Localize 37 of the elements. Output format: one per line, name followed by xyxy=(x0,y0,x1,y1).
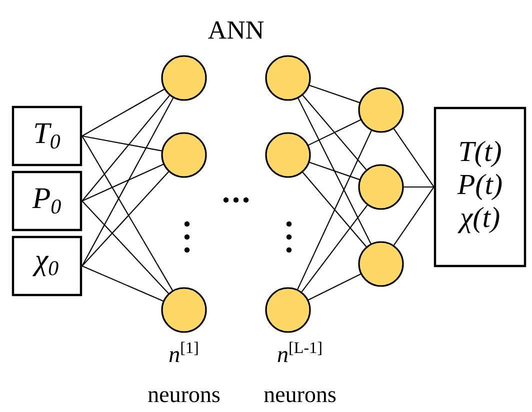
input-box: χ$_{0}$ xyxy=(12,236,82,296)
connection-line xyxy=(82,88,164,136)
connection-line xyxy=(309,162,360,180)
neuron-circle xyxy=(358,87,404,133)
neuron-circle xyxy=(265,287,311,333)
connection-line xyxy=(404,186,434,188)
neuron-circle xyxy=(161,55,207,101)
connection-line xyxy=(393,186,434,246)
neuron-circle xyxy=(358,241,404,287)
neuron-circle xyxy=(265,132,311,178)
layer-label: n$^{[1]}$ neurons xyxy=(148,342,220,402)
connection-line xyxy=(308,274,361,300)
connection-line xyxy=(82,164,164,202)
input-box: T$_{0}$ xyxy=(12,106,82,166)
connection-line xyxy=(82,266,164,302)
connection-line xyxy=(302,172,367,247)
connection-line xyxy=(82,200,169,294)
input-box: P$_{0}$ xyxy=(12,170,82,232)
connection-line xyxy=(82,135,162,152)
neuron-circle xyxy=(161,287,207,333)
neuron-circle xyxy=(265,55,311,101)
neuron-circle xyxy=(358,164,404,210)
connection-line xyxy=(301,204,368,292)
connection-line xyxy=(82,136,173,291)
connection-line xyxy=(82,171,169,266)
connection-line xyxy=(309,84,360,104)
neuron-circle xyxy=(161,132,207,178)
connection-line xyxy=(302,94,367,170)
title: ANN xyxy=(208,21,264,39)
connection-line xyxy=(297,130,372,290)
layer-label: n$^{[L-1]}$ neurons xyxy=(264,342,336,402)
connection-line xyxy=(298,98,372,244)
connection-line xyxy=(393,128,434,188)
connection-line xyxy=(82,95,170,202)
connection-line xyxy=(308,119,361,146)
output-box: T(t) P(t) χ(t) xyxy=(434,106,526,268)
connection-line xyxy=(82,98,174,266)
